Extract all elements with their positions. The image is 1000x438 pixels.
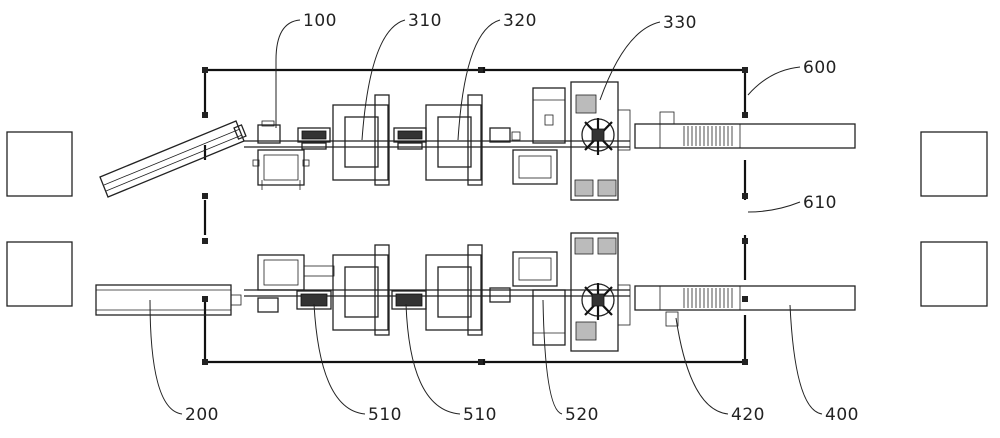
lower-line	[96, 233, 855, 351]
label-320: 320	[503, 11, 537, 31]
label-400: 400	[825, 405, 859, 425]
label-330: 330	[663, 13, 697, 33]
clamp-510-b	[392, 291, 426, 309]
unit-520	[490, 252, 565, 345]
press-320	[426, 95, 482, 185]
label-510-a: 510	[368, 405, 402, 425]
label-420: 420	[731, 405, 765, 425]
robot-cell-lower	[571, 233, 630, 351]
station-100	[253, 121, 309, 190]
label-510-b: 510	[463, 405, 497, 425]
left-lower-box	[7, 242, 72, 306]
label-200: 200	[185, 405, 219, 425]
upper-infeed-conveyor	[100, 121, 246, 197]
right-lower-box	[921, 242, 987, 306]
label-610: 610	[803, 193, 837, 213]
upper-clamp-1	[298, 128, 330, 149]
leader-lines	[150, 20, 822, 414]
label-100: 100	[303, 11, 337, 31]
right-upper-box	[921, 132, 987, 196]
upper-line	[100, 82, 855, 200]
left-upper-box	[7, 132, 72, 196]
infeed-conveyor-200	[96, 285, 241, 315]
label-600: 600	[803, 58, 837, 78]
label-520: 520	[565, 405, 599, 425]
press-310	[333, 95, 389, 185]
upper-clamp-2	[394, 128, 426, 149]
label-310: 310	[408, 11, 442, 31]
